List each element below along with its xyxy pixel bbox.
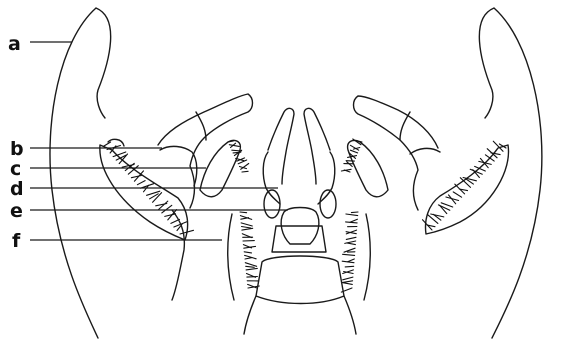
label-a: a (8, 33, 21, 55)
seta-stroke (242, 228, 253, 230)
seta-stroke (242, 171, 248, 172)
label-e: e (10, 200, 23, 222)
seta-stroke (346, 237, 356, 239)
labium-left-lobe (264, 190, 280, 218)
right-mandible-bristles (423, 141, 507, 230)
seta-stroke (342, 261, 354, 263)
seta-stroke (245, 258, 252, 259)
seta-stroke (162, 205, 172, 213)
right-mandible (426, 145, 509, 234)
seta-stroke (343, 277, 353, 280)
left-labial-palp (268, 108, 294, 184)
seta-stroke (245, 263, 256, 267)
seta-stroke (347, 243, 356, 245)
right-maxillary-palp (354, 96, 439, 210)
seta-stroke (431, 214, 444, 217)
seta-stroke (485, 155, 494, 161)
seta-stroke (246, 268, 257, 270)
seta-stroke (423, 220, 433, 230)
seta-stroke (345, 266, 354, 267)
label-c: c (10, 158, 21, 180)
seta-stroke (246, 266, 255, 267)
left-stipes-bristles (240, 212, 259, 288)
seta-stroke (455, 184, 465, 194)
seta-stroke (453, 192, 461, 197)
seta-stroke (241, 223, 252, 226)
seta-stroke (346, 222, 358, 223)
right-stipes-bristles (341, 212, 358, 292)
left-mandible (100, 145, 188, 240)
seta-stroke (137, 181, 145, 185)
label-f: f (12, 230, 21, 252)
seta-stroke (348, 259, 355, 262)
seta-stroke (242, 227, 251, 229)
seta-stroke (350, 150, 357, 153)
left-horn (50, 8, 111, 338)
right-lacinia-bristles (341, 139, 362, 172)
label-b: b (10, 138, 24, 160)
right-stipes (364, 214, 370, 300)
seta-stroke (241, 218, 249, 220)
seta-stroke (343, 283, 352, 285)
seta-stroke (165, 214, 176, 217)
seta-stroke (247, 277, 258, 278)
seta-stroke (351, 212, 358, 213)
left-stipes (228, 214, 234, 300)
head-capsule (256, 256, 344, 304)
head-capsule-lower (244, 296, 356, 334)
seta-stroke (440, 205, 447, 213)
seta-stroke (244, 252, 251, 253)
seta-stroke (343, 254, 355, 255)
right-palp-segment (400, 112, 440, 154)
seta-stroke (346, 214, 358, 216)
seta-stroke (147, 191, 160, 195)
label-d: d (10, 178, 24, 200)
right-labial-palp (304, 108, 330, 184)
seta-stroke (104, 142, 111, 146)
seta-stroke (240, 212, 247, 213)
seta-stroke (441, 203, 453, 207)
labium-right-arm (318, 152, 335, 204)
right-horn (479, 8, 542, 338)
